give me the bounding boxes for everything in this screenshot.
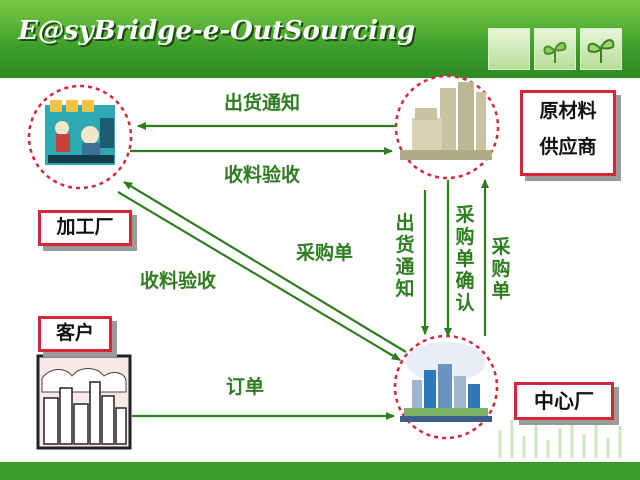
label-ship-notice-vertical: 出货通知 bbox=[395, 212, 415, 300]
header-thumbnail-2 bbox=[534, 28, 576, 70]
processing-plant-label: 加工厂 bbox=[38, 210, 132, 246]
factory-silos-icon bbox=[400, 82, 492, 160]
supplier-label-line2: 供应商 bbox=[539, 136, 597, 158]
label-receipt-inspection-diag: 收料验收 bbox=[140, 270, 217, 292]
label-ship-notice-top: 出货通知 bbox=[224, 92, 301, 114]
header-thumbnail-1 bbox=[488, 28, 530, 70]
customer-building-icon bbox=[36, 354, 132, 450]
sprout-icon bbox=[543, 42, 567, 63]
leaf-icon bbox=[587, 39, 615, 63]
center-plant-label: 中心厂 bbox=[514, 382, 614, 420]
processing-plant-node bbox=[27, 84, 133, 190]
center-plant-node bbox=[393, 334, 499, 440]
supplier-label-line1: 原材料 bbox=[539, 100, 597, 122]
city-icon bbox=[400, 342, 492, 422]
decorative-sprouts bbox=[498, 418, 622, 458]
label-purchase-order-diag: 采购单 bbox=[296, 242, 354, 264]
customer-label: 客户 bbox=[38, 316, 112, 352]
arrow-receipt-inspection-diag bbox=[117, 191, 401, 361]
header-bar: E@syBridge-e-OutSourcing bbox=[0, 0, 640, 78]
footer-bar bbox=[0, 462, 640, 480]
page-title: E@syBridge-e-OutSourcing bbox=[18, 16, 416, 46]
supplier-label: 原材料 供应商 bbox=[520, 90, 616, 176]
label-receipt-inspection-top: 收料验收 bbox=[224, 164, 301, 186]
arrow-purchase-order-diag bbox=[123, 181, 407, 353]
label-po-confirm-vertical: 采购单确认 bbox=[455, 204, 475, 314]
label-purchase-order-vertical: 采购单 bbox=[491, 236, 511, 302]
label-order: 订单 bbox=[226, 376, 265, 398]
supplier-node bbox=[394, 74, 500, 180]
header-thumbnail-3 bbox=[580, 28, 622, 70]
